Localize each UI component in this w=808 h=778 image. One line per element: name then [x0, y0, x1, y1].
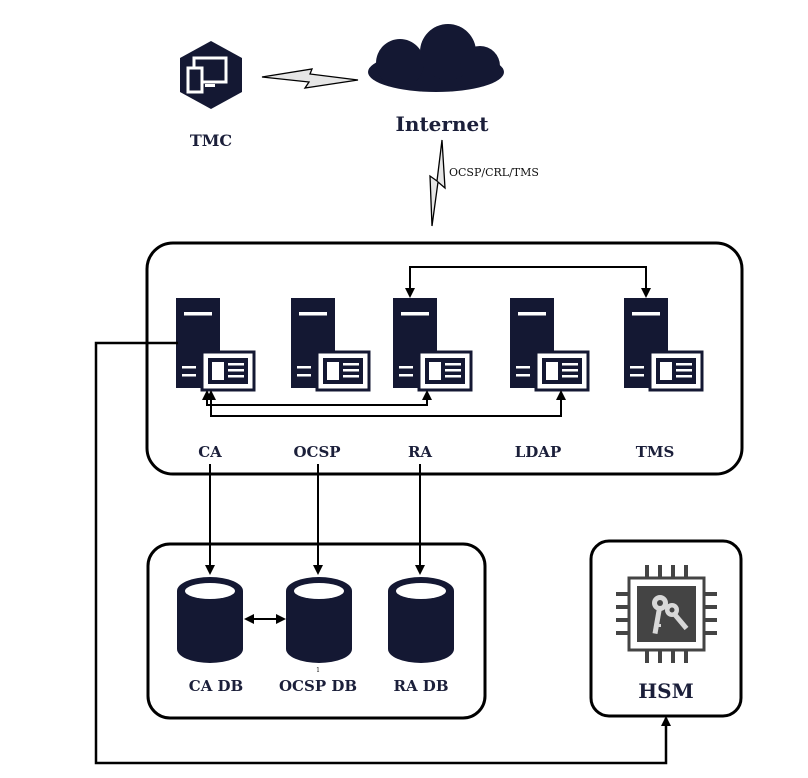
ra-tms-connector: [405, 266, 651, 298]
ra-db-label: RA DB: [393, 677, 448, 695]
ca-hsm-connector: [94, 341, 671, 765]
ldap-label: LDAP: [515, 443, 561, 461]
hsm-label: HSM: [638, 679, 693, 703]
internet-link-label: OCSP/CRL/TMS: [449, 166, 539, 179]
tmc-devices-icon: [180, 41, 242, 109]
ocsp-db-marker: 1: [316, 667, 320, 674]
ocsp-db-label: OCSP DB: [279, 677, 357, 695]
ocsp-label: OCSP: [293, 443, 340, 461]
ca-db-icon: [177, 577, 243, 663]
internet-label: Internet: [396, 112, 490, 136]
ca-db-label: CA DB: [189, 677, 244, 695]
ca-server-icon: [174, 296, 256, 392]
internet-servers-lightning-link: [429, 139, 446, 227]
ca-ra-connector: [202, 390, 432, 406]
tmc-label: TMC: [190, 131, 232, 150]
ldap-server-icon: [508, 296, 590, 392]
database-group-box: [146, 542, 487, 720]
ra-label: RA: [408, 443, 432, 461]
hsm-key-chip-icon: [616, 565, 717, 663]
ra-db-icon: [388, 577, 454, 663]
ca-ldap-connector: [206, 390, 566, 417]
server-group-box: [145, 241, 744, 476]
ca-label: CA: [198, 443, 222, 461]
ra-server-icon: [391, 296, 473, 392]
ocsp-server-icon: [289, 296, 371, 392]
internet-cloud-icon: [368, 24, 504, 92]
tms-label: TMS: [636, 443, 675, 461]
tms-server-icon: [622, 296, 704, 392]
ocsp-db-icon: [286, 577, 352, 663]
tmc-internet-lightning-link: [261, 68, 359, 89]
